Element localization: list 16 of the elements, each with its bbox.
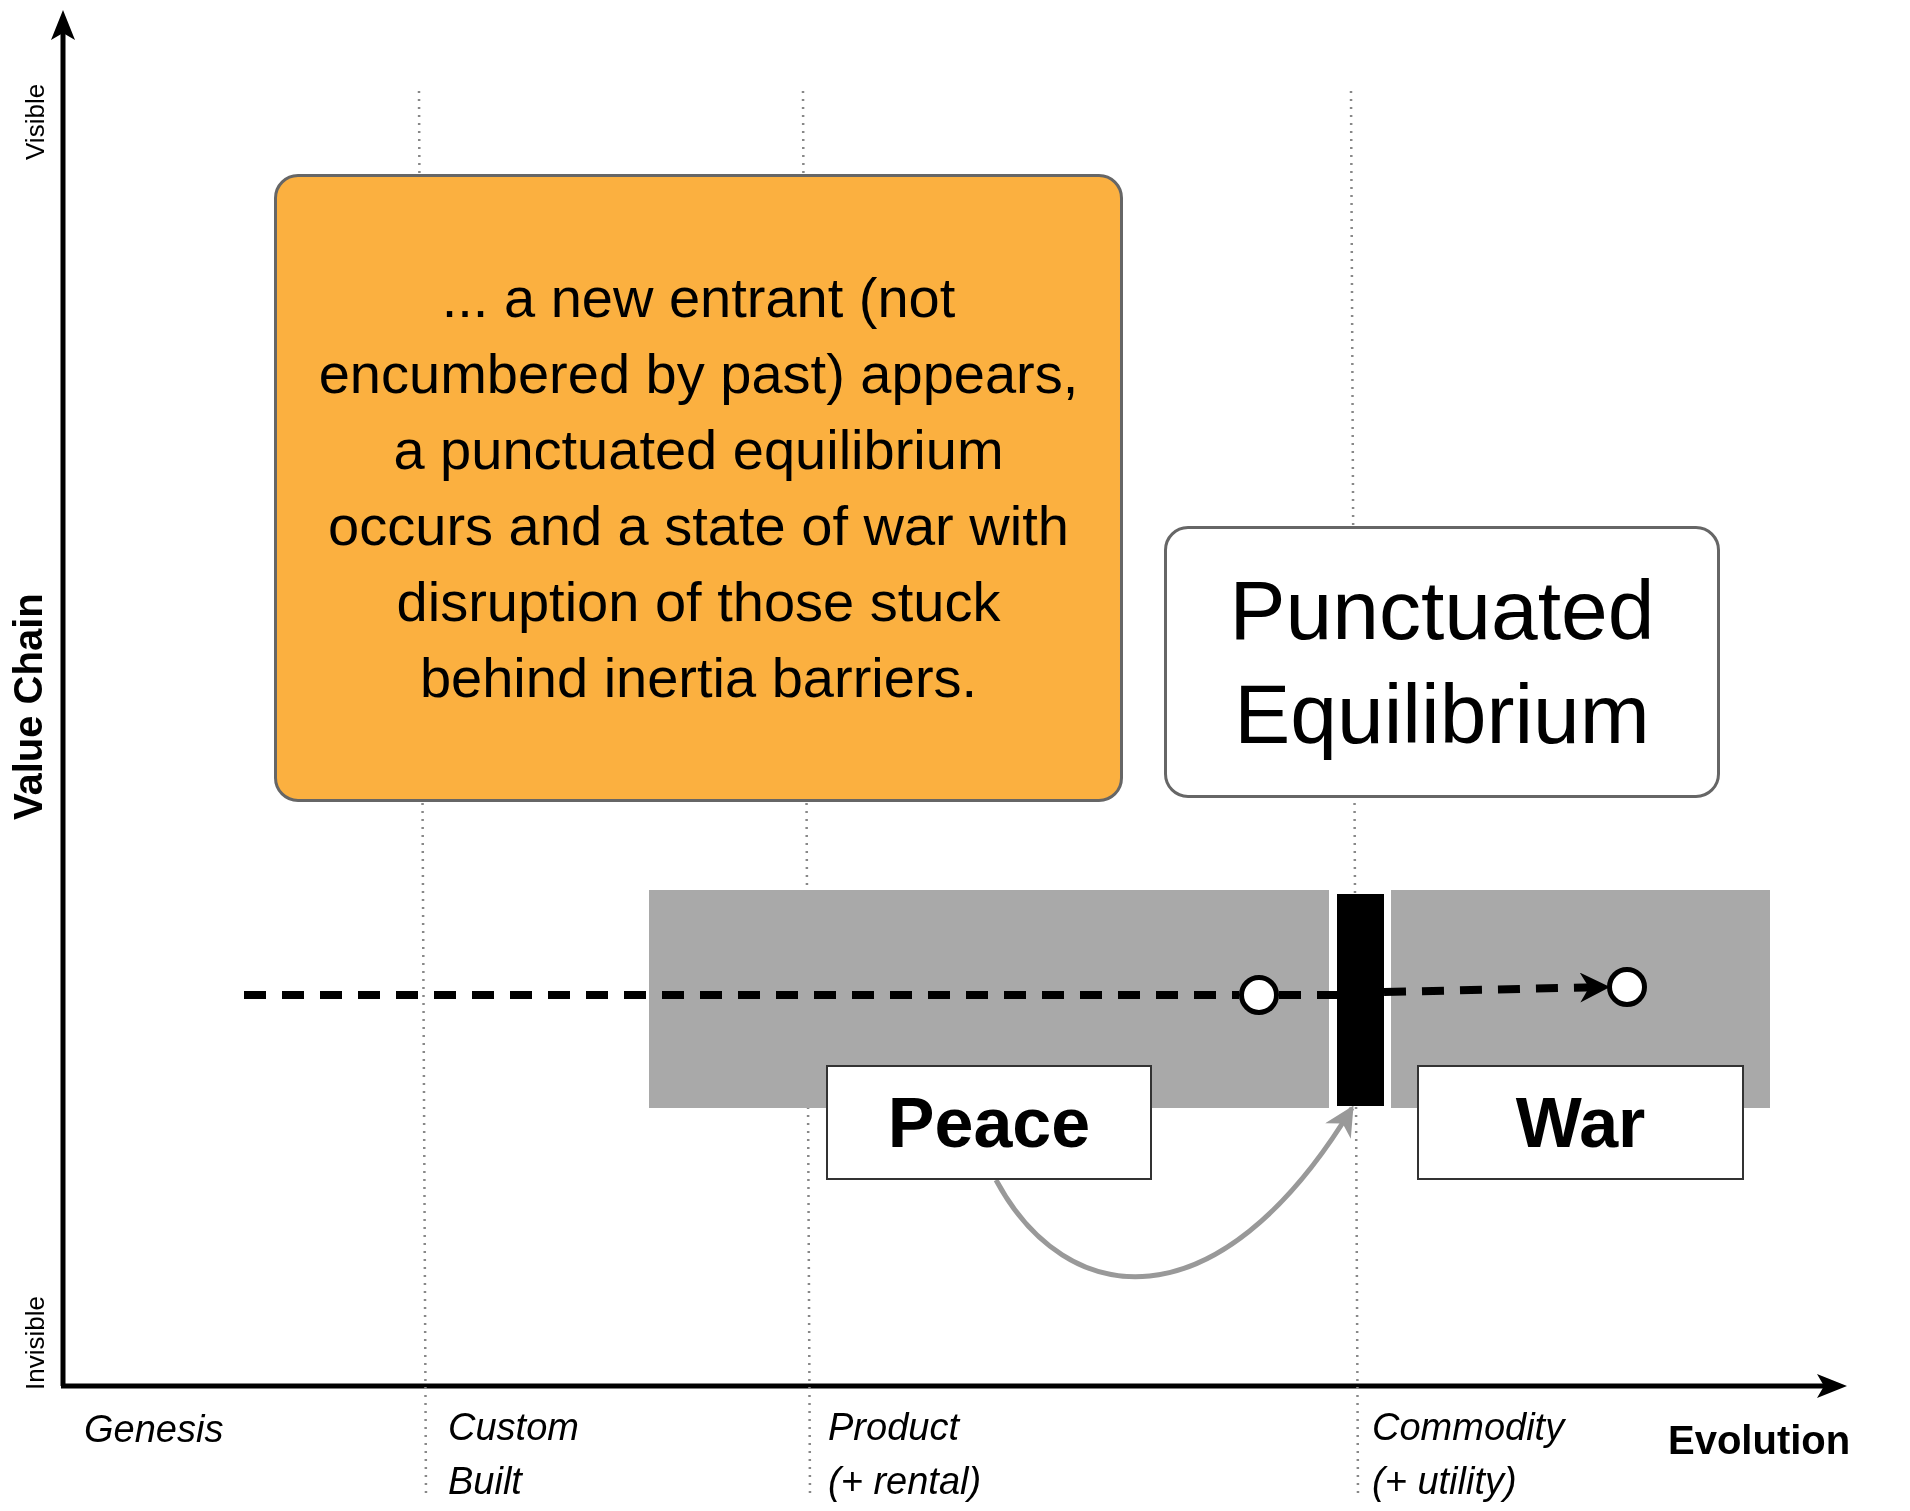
axis-end-label: Visible [20, 83, 51, 160]
stage-label: Product (+ rental) [828, 1405, 983, 1504]
stage-label: Commodity (+ utility) [1372, 1405, 1567, 1504]
inertia-barrier-bar [1337, 894, 1384, 1106]
title-box: Punctuated Equilibrium [1164, 526, 1720, 798]
stage-label: Genesis [84, 1408, 224, 1451]
axis-title: Value Chain [6, 593, 51, 820]
stage-label-box: War [1417, 1065, 1744, 1180]
arrow [993, 1105, 1355, 1279]
axis-end-label: Invisible [20, 1296, 51, 1390]
note-box: ... a new entrant (not encumbered by past) appears, a punctuated equilibrium occurs and a state of war with disruption of those stuck behind inertia barriers. [274, 174, 1123, 802]
connector-line [244, 991, 1239, 999]
connector-line [1279, 991, 1337, 999]
axis-title: Evolution [1668, 1418, 1851, 1463]
stage-label-box: Peace [826, 1065, 1152, 1180]
stage-label: Custom Built [448, 1405, 580, 1504]
